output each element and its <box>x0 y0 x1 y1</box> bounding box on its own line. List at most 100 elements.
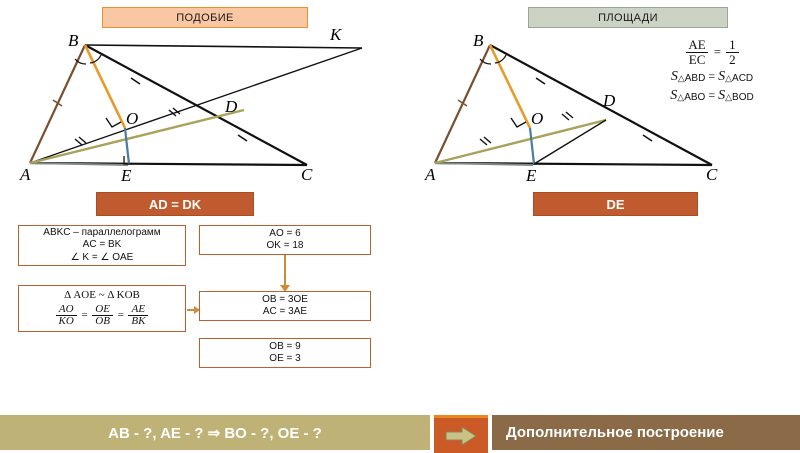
angle-arc-ABO-right <box>479 58 492 65</box>
result-banner-de-label: DE <box>606 196 625 212</box>
tick-BD <box>130 77 141 85</box>
area-equality-2: S△ABO = S△BOD <box>628 88 796 104</box>
ratio-value-numerator: 1 <box>729 37 736 52</box>
parallelogram-line-2: AC = BK <box>82 239 122 251</box>
flow-box-given-values: AO = 6 OK = 18 <box>199 225 371 255</box>
bottom-action-label: Дополнительное построение <box>506 424 724 441</box>
tick-AO-a-right <box>479 138 488 146</box>
angle-arc-OBD-right <box>494 54 507 64</box>
segment-AE-right <box>434 162 534 166</box>
result-banner-ad-dk-label: AD = DK <box>148 196 202 212</box>
triangle-symbol-1a: △ <box>677 73 685 84</box>
segment-BO-bisector <box>83 44 127 129</box>
area-symbol-1b: S <box>718 69 726 85</box>
bottom-question-label: AB - ?, AE - ? ⇒ BO - ?, OE - ? <box>108 424 322 442</box>
tick-OD-b <box>172 107 181 115</box>
segment-BO-bisector-right <box>488 44 532 129</box>
similarity-ratio-chain: AO KO = OE OB = AE BK <box>55 302 149 328</box>
angle-arc-ABO <box>74 58 87 65</box>
area-subscript-2b: BOD <box>732 92 754 104</box>
area-subscript-2a: ABO <box>684 92 706 104</box>
tick-AO-b-right <box>483 136 492 144</box>
result-banner-ad-dk: AD = DK <box>96 192 254 216</box>
triangle-symbol-2a: △ <box>677 92 685 103</box>
left-vertex-label-C: C <box>301 165 313 184</box>
ratio-ae-bk-num: AE <box>131 302 146 315</box>
area-symbol-2b: S <box>718 88 726 104</box>
result-line-1: OB = 9 <box>269 340 301 352</box>
segment-BC <box>84 44 308 166</box>
segment-AK <box>29 47 363 164</box>
result-banner-de: DE <box>533 192 698 216</box>
area-equals-1: = <box>708 69 716 84</box>
ratio-oe-ob-den: OB <box>92 315 113 328</box>
tick-DC <box>237 134 248 142</box>
tick-OD-a-right <box>561 113 570 121</box>
bottom-action-banner: Дополнительное построение <box>492 415 800 450</box>
flow-box-similar-triangles: Δ AOE ~ Δ KOB AO KO = OE OB = AE BK <box>18 285 186 332</box>
right-vertex-label-D: D <box>603 91 616 110</box>
flow-box-result-values: OB = 9 OE = 3 <box>199 338 371 368</box>
left-vertex-label-O: O <box>126 109 139 128</box>
ratio-fraction: AE EC <box>685 37 709 67</box>
given-line-1: AO = 6 <box>269 227 301 239</box>
ratio-value-fraction: 1 2 <box>726 38 739 66</box>
triangle-symbol-1b: △ <box>725 73 733 84</box>
right-vertex-label-C: C <box>706 165 718 184</box>
segment-AE <box>29 162 129 166</box>
ratio-formula: AE EC = 1 2 <box>628 38 796 66</box>
ratio-ao-ko: AO KO <box>55 302 77 328</box>
right-vertex-label-E: E <box>526 166 537 185</box>
ratio-numerator: AE <box>688 37 706 52</box>
section-title-areas: ПЛОЩАДИ <box>528 7 728 28</box>
flow-box-derived-values: OB = 3OE AC = 3AE <box>199 291 371 321</box>
segment-BK <box>84 44 363 49</box>
tick-AO-a <box>74 138 83 146</box>
segment-AB <box>29 44 86 164</box>
segment-AB-right <box>434 44 491 164</box>
ratio-value-denominator: 2 <box>726 51 739 67</box>
ratio-equals-1: = <box>80 309 89 321</box>
segment-DE-construction <box>533 119 607 165</box>
flow-box-parallelogram: ABKC – параллелограмм AC = BK ∠ K = ∠ OA… <box>18 225 186 266</box>
right-angle-mark-E <box>123 156 133 165</box>
left-vertex-label-E: E <box>121 166 132 185</box>
ratio-ao-ko-den: KO <box>55 315 77 328</box>
area-subscript-1b: ACD <box>732 73 754 85</box>
segment-OE-height <box>123 127 131 165</box>
ratio-oe-ob-num: OE <box>95 302 110 315</box>
ratio-equals: = <box>713 44 722 60</box>
triangle-symbol-2b: △ <box>725 92 733 103</box>
result-line-2: OE = 3 <box>269 353 301 364</box>
tick-AB <box>52 99 63 107</box>
segment-AC-right <box>434 161 713 167</box>
area-subscript-1a: ABD <box>684 73 706 85</box>
left-vertex-label-D: D <box>225 97 238 116</box>
ratio-ao-ko-num: AO <box>58 302 74 315</box>
right-arrow-icon <box>445 425 477 446</box>
tick-AO-b <box>78 136 87 144</box>
area-equality-1: S△ABD = S△ACD <box>628 69 796 85</box>
section-title-similarity-label: ПОДОБИЕ <box>176 11 234 24</box>
right-vertex-label-A: A <box>425 165 436 184</box>
ratio-ae-bk-den: BK <box>128 315 149 328</box>
right-vertex-label-O: O <box>531 109 544 128</box>
left-vertex-label-A: A <box>20 165 31 184</box>
section-title-similarity: ПОДОБИЕ <box>102 7 308 28</box>
ratio-equals-2: = <box>116 309 125 321</box>
bottom-arrow-block <box>434 415 488 453</box>
tick-DC-right <box>642 134 653 142</box>
derived-line-1: OB = 3OE <box>262 293 308 305</box>
tick-AB-right <box>457 99 468 107</box>
bottom-bar: AB - ?, AE - ? ⇒ BO - ?, OE - ? Дополнит… <box>0 415 800 453</box>
tick-OD-b-right <box>565 111 574 119</box>
right-angle-mark-O <box>105 117 122 128</box>
parallelogram-line-1: ABKC – параллелограмм <box>43 226 161 238</box>
ratio-denominator: EC <box>685 51 709 67</box>
left-vertex-label-B: B <box>68 31 79 50</box>
left-vertex-label-K: K <box>330 25 342 44</box>
right-angle-mark-O-right <box>510 117 527 128</box>
segment-OE-height-right <box>528 127 536 165</box>
parallelogram-line-3: ∠ K = ∠ OAE <box>70 251 134 263</box>
